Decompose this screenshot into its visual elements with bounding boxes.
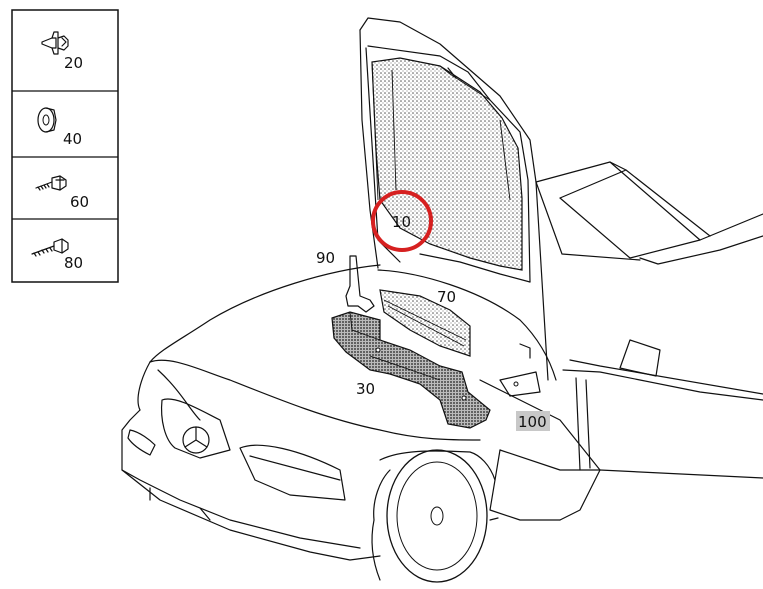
- bracket-30: [331, 311, 491, 429]
- legend-label-20: 20: [64, 54, 83, 72]
- callout-100-highlight: [516, 411, 550, 431]
- legend-label-60: 60: [70, 193, 89, 211]
- callout-100: 100: [518, 413, 547, 431]
- callout-90: 90: [316, 249, 335, 267]
- rivet-icon: [31, 238, 69, 257]
- panel-90: [345, 255, 375, 313]
- callout-10-highlight-circle: [371, 190, 433, 252]
- legend-box: 20 40 60 80: [11, 9, 119, 283]
- hood-insulation-mat: [371, 57, 523, 271]
- clip-icon: [41, 31, 69, 55]
- callout-30: 30: [356, 380, 375, 398]
- panel-70: [379, 289, 471, 357]
- car-body: [121, 161, 763, 583]
- legend-label-40: 40: [63, 130, 82, 148]
- callout-10[interactable]: 10: [392, 213, 411, 231]
- panel-100: [499, 371, 541, 397]
- grommet-icon: [37, 107, 57, 133]
- legend-label-80: 80: [64, 254, 83, 272]
- screw-icon: [35, 175, 67, 191]
- hood: [359, 17, 549, 381]
- callout-70: 70: [437, 288, 456, 306]
